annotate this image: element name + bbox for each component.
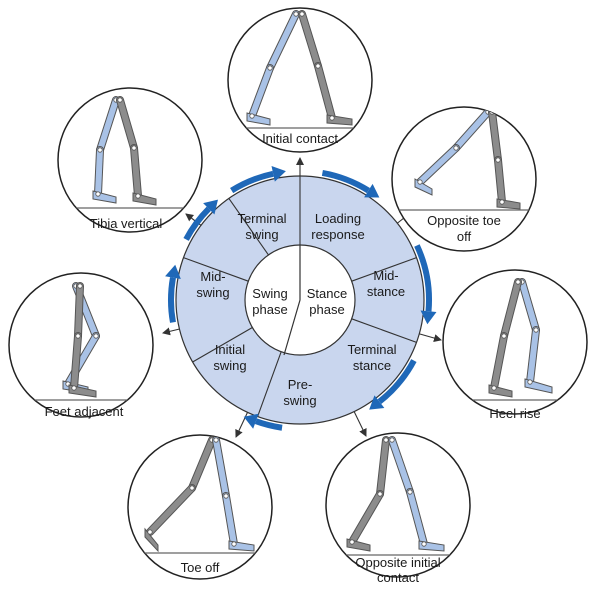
opposite-initial-contact-label-2: contact: [377, 570, 419, 585]
mid-swing-label-1: Mid-: [200, 269, 225, 284]
leg-blue: [414, 108, 492, 196]
opposite-toe-off-label-2: off: [457, 229, 472, 244]
mid-swing-label-2: swing: [196, 285, 229, 300]
event-circle-tibia-vertical: [57, 87, 203, 233]
leg-grey: [488, 278, 522, 398]
swing-phase-label-2: phase: [252, 302, 287, 317]
tibia-vertical-label: Tibia vertical: [90, 216, 163, 231]
leg-blue: [388, 436, 445, 552]
phase-divider-5: [183, 257, 249, 282]
opposite-toe-off-label-1: Opposite toe: [427, 213, 501, 228]
legs-illustration-opposite-initial-contact: [326, 436, 470, 556]
leg-grey: [488, 108, 521, 210]
leg-blue: [246, 10, 300, 126]
event-circle-opposite-initial-contact: [325, 432, 471, 578]
event-toe-off: Toe off: [127, 434, 273, 580]
initial-contact-label: Initial contact: [262, 131, 338, 146]
terminal-stance-label-1: Terminal: [347, 342, 396, 357]
event-opposite-initial-contact: Opposite initial contact: [325, 432, 471, 585]
terminal-swing-label-1: Terminal: [237, 211, 286, 226]
event-feet-adjacent: Feet adjacent: [8, 272, 154, 419]
swing-phase-label-1: Swing: [252, 286, 287, 301]
event-opposite-toe-off: Opposite toe off: [391, 106, 537, 252]
leg-grey: [144, 436, 216, 553]
leg-grey: [298, 10, 353, 126]
event-heel-rise: Heel rise: [442, 269, 588, 421]
leg-grey: [346, 436, 390, 552]
mid-stance-label-1: Mid-: [373, 268, 398, 283]
loading-response-label-1: Loading: [315, 211, 361, 226]
cycle-arrow-terminal-swing: [230, 165, 286, 194]
terminal-swing-label-2: swing: [245, 227, 278, 242]
toe-off-label: Toe off: [181, 560, 220, 575]
feet-adjacent-label: Feet adjacent: [45, 404, 124, 419]
loading-response-label-2: response: [311, 227, 364, 242]
stance-phase-label-1: Stance: [307, 286, 347, 301]
pre-swing-label-1: Pre-: [288, 377, 313, 392]
cycle-arrow-midstance: [414, 244, 437, 325]
legs-illustration-toe-off: [128, 436, 272, 554]
phase-dividers: [183, 176, 417, 417]
phase-wheel: [165, 165, 437, 431]
cycle-arrows: [165, 165, 437, 431]
leg-grey: [68, 282, 97, 398]
initial-swing-label-2: swing: [213, 358, 246, 373]
pre-swing-label-2: swing: [283, 393, 316, 408]
cycle-arrow-preswing: [243, 413, 283, 431]
event-tibia-vertical: Tibia vertical: [57, 87, 203, 233]
event-circle-opposite-toe-off: [391, 106, 537, 252]
cycle-arrow-loading: [321, 170, 380, 198]
cycle-arrow-terminal-stance: [369, 359, 417, 410]
legs-illustration-opposite-toe-off: [392, 108, 536, 211]
event-circle-toe-off: [127, 434, 273, 580]
legs-illustration-tibia-vertical: [58, 96, 202, 209]
cycle-arrow-midswing: [183, 199, 218, 241]
event-initial-contact: Initial contact: [227, 7, 373, 153]
stance-phase-label-2: phase: [309, 302, 344, 317]
event-circle-heel-rise: [442, 269, 588, 415]
leg-blue: [518, 278, 553, 394]
heel-rise-label: Heel rise: [489, 406, 540, 421]
opposite-initial-contact-label-1: Opposite initial: [355, 555, 440, 570]
terminal-stance-label-2: stance: [353, 358, 391, 373]
phase-divider-4: [192, 327, 253, 363]
phase-divider-1: [351, 257, 417, 282]
legs-illustration-initial-contact: [228, 10, 372, 129]
cycle-arrow-initial-swing: [165, 264, 181, 323]
mid-stance-label-2: stance: [367, 284, 405, 299]
phase-divider-2: [351, 318, 417, 343]
legs-illustration-feet-adjacent: [9, 282, 153, 401]
initial-swing-label-1: Initial: [215, 342, 245, 357]
leg-blue: [212, 436, 255, 552]
legs-illustration-heel-rise: [443, 278, 587, 401]
hub-divider: [283, 245, 301, 356]
phase-divider-3: [257, 351, 282, 417]
leg-grey: [116, 96, 157, 206]
phase-divider-6: [228, 198, 269, 256]
